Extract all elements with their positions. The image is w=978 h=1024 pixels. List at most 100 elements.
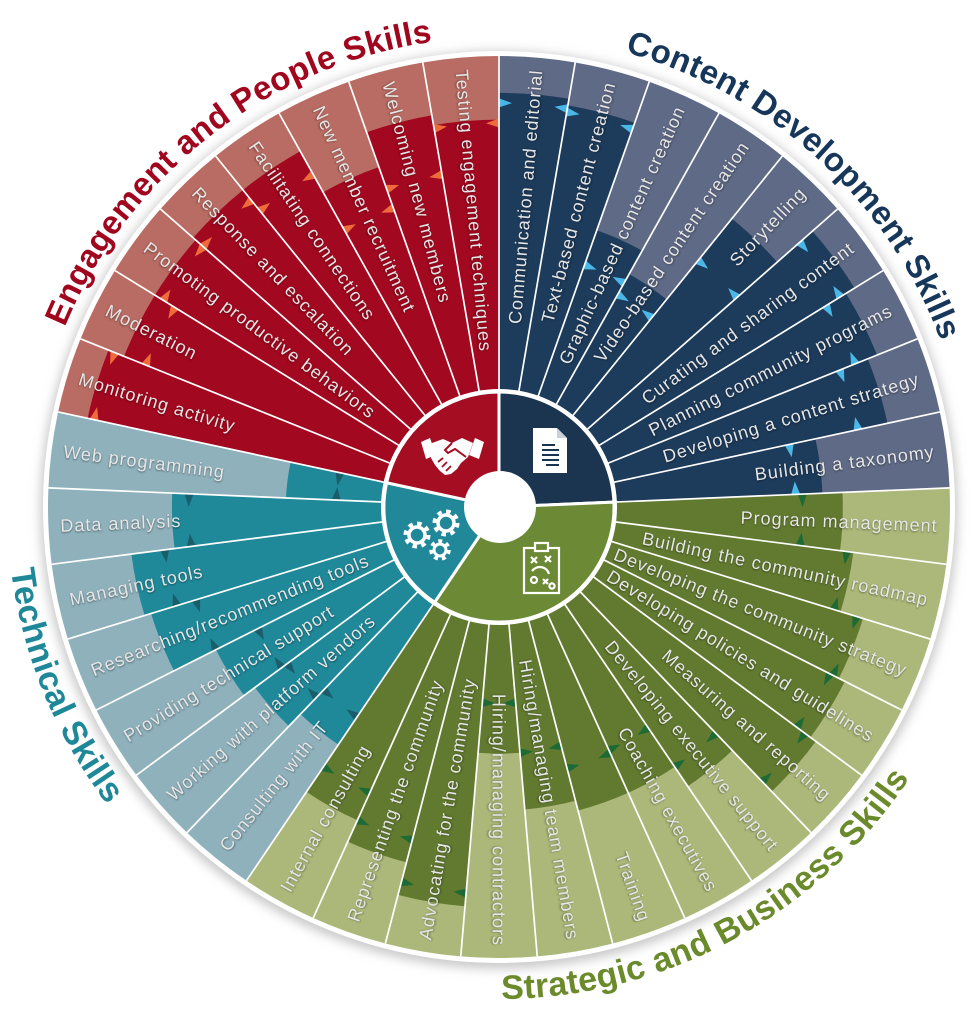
level-marker-icon	[565, 764, 580, 773]
skill-wedge	[51, 521, 389, 640]
wedge-divider	[578, 590, 812, 834]
level-marker-icon	[481, 698, 496, 708]
handshake-icon	[421, 438, 484, 475]
level-marker-icon	[852, 615, 861, 629]
level-marker-icon	[728, 287, 741, 301]
level-marker-icon	[695, 256, 709, 269]
clipboard-playbook-icon	[522, 541, 561, 595]
wedge-level-fill	[433, 119, 499, 393]
wedge-level-fill	[154, 240, 412, 447]
wedge-level-fill	[571, 218, 778, 431]
wedge-divider	[159, 208, 413, 431]
wedge-level-fill	[254, 575, 419, 727]
skill-wedge	[48, 411, 386, 503]
wedge-divider	[215, 155, 427, 418]
level-marker-icon	[706, 730, 720, 743]
skill-wedge	[609, 521, 947, 640]
wedge-divider	[51, 520, 385, 566]
wedge-divider	[546, 612, 686, 919]
wedge-level-fill	[478, 622, 520, 754]
wedge-level-fill	[499, 92, 569, 393]
skill-wedge	[160, 156, 427, 431]
hub-center-hole	[464, 471, 536, 543]
level-marker-icon	[191, 598, 201, 613]
wedge-level-fill	[586, 231, 855, 447]
wedge-divider	[571, 155, 783, 418]
wedge-divider	[606, 338, 918, 465]
level-marker-icon	[784, 443, 794, 458]
skill-wedge	[313, 612, 470, 944]
wedge-divider	[48, 487, 384, 503]
wedge-level-fill	[323, 167, 461, 406]
level-marker-icon	[186, 533, 196, 547]
level-marker-icon	[759, 772, 772, 786]
wedge-level-fill	[518, 105, 635, 398]
level-marker-icon	[797, 493, 807, 508]
level-marker-icon	[257, 202, 271, 215]
level-marker-icon	[141, 353, 151, 367]
skill-wedge	[614, 487, 950, 565]
center-hub	[381, 389, 617, 625]
level-marker-icon	[110, 350, 119, 365]
wedge-level-fill	[124, 295, 401, 464]
level-marker-icon	[307, 687, 320, 701]
wedge-level-fill	[508, 619, 576, 810]
wedge-divider	[614, 487, 950, 503]
wedge-divider	[80, 338, 392, 465]
wedge-level-fill	[579, 575, 816, 792]
skill-wedge	[348, 62, 480, 398]
level-marker-icon	[172, 593, 181, 608]
skill-wedge	[597, 270, 918, 464]
level-marker-icon	[554, 104, 569, 114]
wedge-divider	[57, 411, 386, 484]
wedge-divider	[312, 612, 452, 919]
wedge-divider	[609, 540, 931, 640]
wedge-divider	[186, 590, 420, 834]
skill-wedge	[518, 62, 650, 398]
wedge-divider	[536, 81, 651, 398]
level-marker-icon	[641, 309, 655, 322]
wedge-divider	[135, 575, 407, 776]
level-marker-icon	[335, 471, 345, 486]
wedge-divider	[67, 540, 389, 640]
wedge-divider	[95, 558, 396, 711]
wedge-outer-band	[460, 622, 538, 959]
level-marker-icon	[399, 835, 414, 845]
wedge-level-fill	[87, 350, 392, 483]
wedge-level-fill	[592, 559, 845, 738]
wedge-level-fill	[546, 603, 675, 793]
gears-icon	[403, 509, 460, 561]
wedge-level-fill	[398, 619, 490, 907]
level-marker-icon	[565, 107, 580, 117]
skill-wedge	[612, 411, 950, 503]
wedge-level-fill	[606, 358, 888, 483]
wedge-divider	[591, 575, 863, 776]
wedge-divider	[554, 112, 720, 407]
level-marker-icon	[850, 351, 860, 366]
wedge-divider	[585, 208, 839, 431]
level-marker-icon	[400, 877, 415, 887]
skill-wedge	[606, 338, 940, 483]
level-marker-icon	[548, 741, 563, 751]
level-marker-icon	[381, 203, 395, 213]
level-marker-icon	[385, 184, 400, 194]
wedge-separators	[48, 56, 950, 957]
skill-wedge	[58, 338, 392, 483]
level-marker-icon	[835, 368, 845, 383]
level-marker-icon	[331, 487, 341, 501]
wedge-level-fill	[602, 540, 863, 679]
wedge-divider	[278, 112, 444, 407]
wedge-level-fill	[306, 603, 452, 821]
level-marker-icon	[89, 407, 99, 421]
document-icon	[533, 428, 567, 473]
level-marker-icon	[433, 124, 447, 133]
skill-wedge	[48, 487, 384, 565]
level-marker-icon	[519, 748, 533, 758]
level-marker-icon	[842, 550, 852, 565]
skill-wedge	[385, 619, 490, 957]
level-marker-icon	[502, 698, 517, 708]
skill-wedge	[602, 540, 931, 711]
wedge-level-fill	[347, 612, 470, 863]
wedge-level-fill	[193, 189, 427, 431]
